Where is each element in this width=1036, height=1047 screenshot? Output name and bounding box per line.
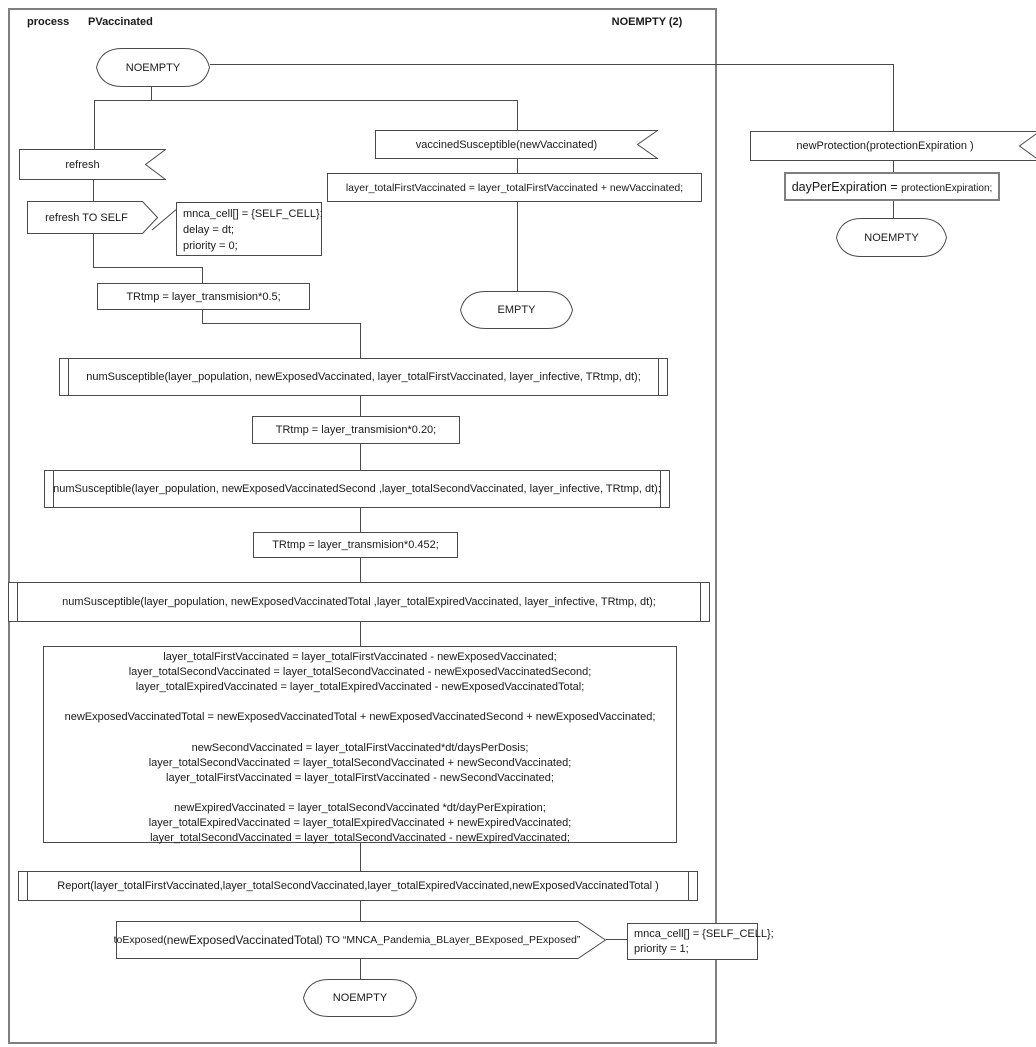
receive-new-protection[interactable]: newProtection(protectionExpiration ) — [750, 131, 1036, 161]
connector — [606, 939, 627, 940]
state-empty[interactable]: EMPTY — [460, 291, 573, 329]
connector — [94, 100, 95, 149]
receive-shape — [19, 149, 166, 180]
subroutine-numsusceptible-2[interactable]: numSusceptible(layer_population, newExpo… — [44, 470, 670, 508]
connector — [202, 267, 203, 283]
send-label: toExposed(newExposedVaccinatedTotal) TO … — [113, 933, 581, 947]
connector — [360, 396, 361, 416]
state-shape — [96, 48, 210, 87]
connector — [93, 267, 203, 268]
receive-label: refresh — [65, 158, 100, 171]
send-to-exposed[interactable]: toExposed(newExposedVaccinatedTotal) TO … — [113, 921, 606, 959]
connector — [202, 323, 361, 324]
connector — [94, 100, 518, 101]
connector — [151, 87, 152, 100]
state-shape — [836, 218, 947, 257]
process-name-label: PVaccinated — [88, 16, 153, 28]
state-shape — [460, 291, 573, 329]
state-label: NOEMPTY — [864, 231, 919, 244]
state-noempty-start[interactable]: NOEMPTY — [96, 48, 210, 87]
connector — [360, 444, 361, 470]
receive-shape — [375, 130, 658, 159]
action-label: dayPerExpiration = protectionExpiration; — [791, 179, 993, 194]
send-label: refresh TO SELF — [45, 211, 128, 224]
action-trtmp-0-452[interactable]: TRtmp = layer_transmision*0.452; — [253, 532, 458, 558]
connector — [210, 64, 893, 65]
action-assignment-block[interactable]: layer_totalFirstVaccinated = layer_total… — [43, 646, 677, 844]
connector — [360, 323, 361, 358]
receive-shape — [750, 131, 1036, 161]
send-shape — [27, 201, 158, 234]
state-shape — [303, 979, 417, 1017]
connector — [517, 159, 518, 173]
connector — [360, 843, 361, 871]
connector — [893, 161, 894, 172]
connector — [202, 309, 203, 324]
receive-refresh[interactable]: refresh — [19, 149, 166, 180]
receive-label: vaccinedSusceptible(newVaccinated) — [415, 138, 598, 151]
action-trtmp-0-20[interactable]: TRtmp = layer_transmision*0.20; — [252, 416, 460, 444]
subroutine-numsusceptible-1[interactable]: numSusceptible(layer_population, newExpo… — [59, 358, 668, 396]
connector — [360, 901, 361, 921]
receive-vaccined-susceptible[interactable]: vaccinedSusceptible(newVaccinated) — [375, 130, 658, 159]
process-kind-label: process — [27, 16, 70, 28]
connector — [93, 180, 94, 201]
connector — [517, 100, 518, 131]
note-connector — [151, 207, 179, 231]
state-label: NOEMPTY — [125, 61, 181, 74]
note-refresh-params[interactable]: mnca_cell[] = {SELF_CELL};delay = dt;pri… — [176, 202, 323, 256]
connector — [360, 558, 361, 582]
action-protection-assign[interactable]: dayPerExpiration = protectionExpiration; — [784, 172, 1000, 201]
send-refresh-to-self[interactable]: refresh TO SELF — [27, 201, 158, 234]
state-noempty-end[interactable]: NOEMPTY — [303, 979, 417, 1017]
state-label: NOEMPTY — [332, 992, 388, 1004]
connector — [93, 234, 94, 267]
process-state-ref-label: NOEMPTY (2) — [611, 16, 683, 28]
connector — [360, 959, 361, 979]
action-trtmp-0-5[interactable]: TRtmp = layer_transmision*0.5; — [97, 283, 310, 310]
connector — [893, 201, 894, 218]
state-noempty-protection[interactable]: NOEMPTY — [836, 218, 947, 257]
connector — [360, 508, 361, 532]
action-vaccined-assign[interactable]: layer_totalFirstVaccinated = layer_total… — [327, 173, 702, 202]
note-to-exposed-params[interactable]: mnca_cell[] = {SELF_CELL};priority = 1; — [627, 923, 774, 960]
process-frame[interactable] — [8, 8, 717, 1044]
state-label: EMPTY — [497, 304, 536, 316]
connector — [360, 622, 361, 646]
receive-label: newProtection(protectionExpiration ) — [796, 140, 974, 152]
subroutine-numsusceptible-3[interactable]: numSusceptible(layer_population, newExpo… — [8, 582, 710, 622]
connector — [517, 202, 518, 291]
connector — [893, 64, 894, 131]
subroutine-report[interactable]: Report(layer_totalFirstVaccinated,layer_… — [18, 871, 698, 901]
send-shape — [116, 921, 606, 959]
